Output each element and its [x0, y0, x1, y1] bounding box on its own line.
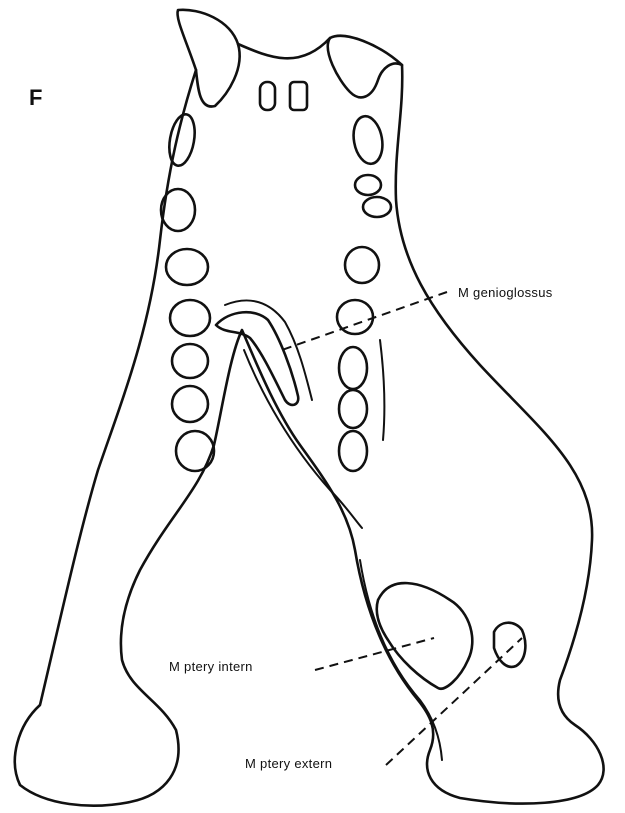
label-ptery-extern: M ptery extern	[245, 756, 332, 771]
leader-ptery-extern	[386, 638, 522, 765]
panel-letter: F	[29, 85, 42, 110]
tooth-left-7	[176, 431, 214, 471]
top-arch	[238, 38, 330, 58]
leader-ptery-intern	[315, 638, 434, 670]
tooth-right-2	[355, 175, 381, 195]
tooth-right-7	[339, 390, 367, 428]
tooth-incisor-left	[260, 82, 275, 110]
tooth-left-6	[172, 386, 208, 422]
label-genioglossus: M genioglossus	[458, 285, 553, 300]
label-ptery-intern: M ptery intern	[169, 659, 253, 674]
inner-ridge	[380, 340, 384, 440]
tooth-right-8	[339, 431, 367, 471]
tooth-left-3	[166, 249, 208, 285]
symphysis-line	[225, 300, 312, 400]
tooth-left-5	[172, 344, 208, 378]
tooth-right-6	[339, 347, 367, 389]
tooth-right-3	[363, 197, 391, 217]
tooth-left-4	[170, 300, 210, 336]
pterygoid-internus-fossa	[377, 583, 473, 689]
tooth-incisor-right	[290, 82, 307, 110]
tooth-left-2	[161, 189, 195, 231]
leader-genioglossus	[282, 292, 447, 350]
tooth-right-4	[345, 247, 379, 283]
genioglossus-attachment	[216, 312, 298, 405]
right-condyle	[328, 36, 402, 98]
left-condyle	[177, 10, 239, 107]
tooth-right-1	[350, 114, 386, 166]
jaw-outline	[15, 65, 604, 806]
